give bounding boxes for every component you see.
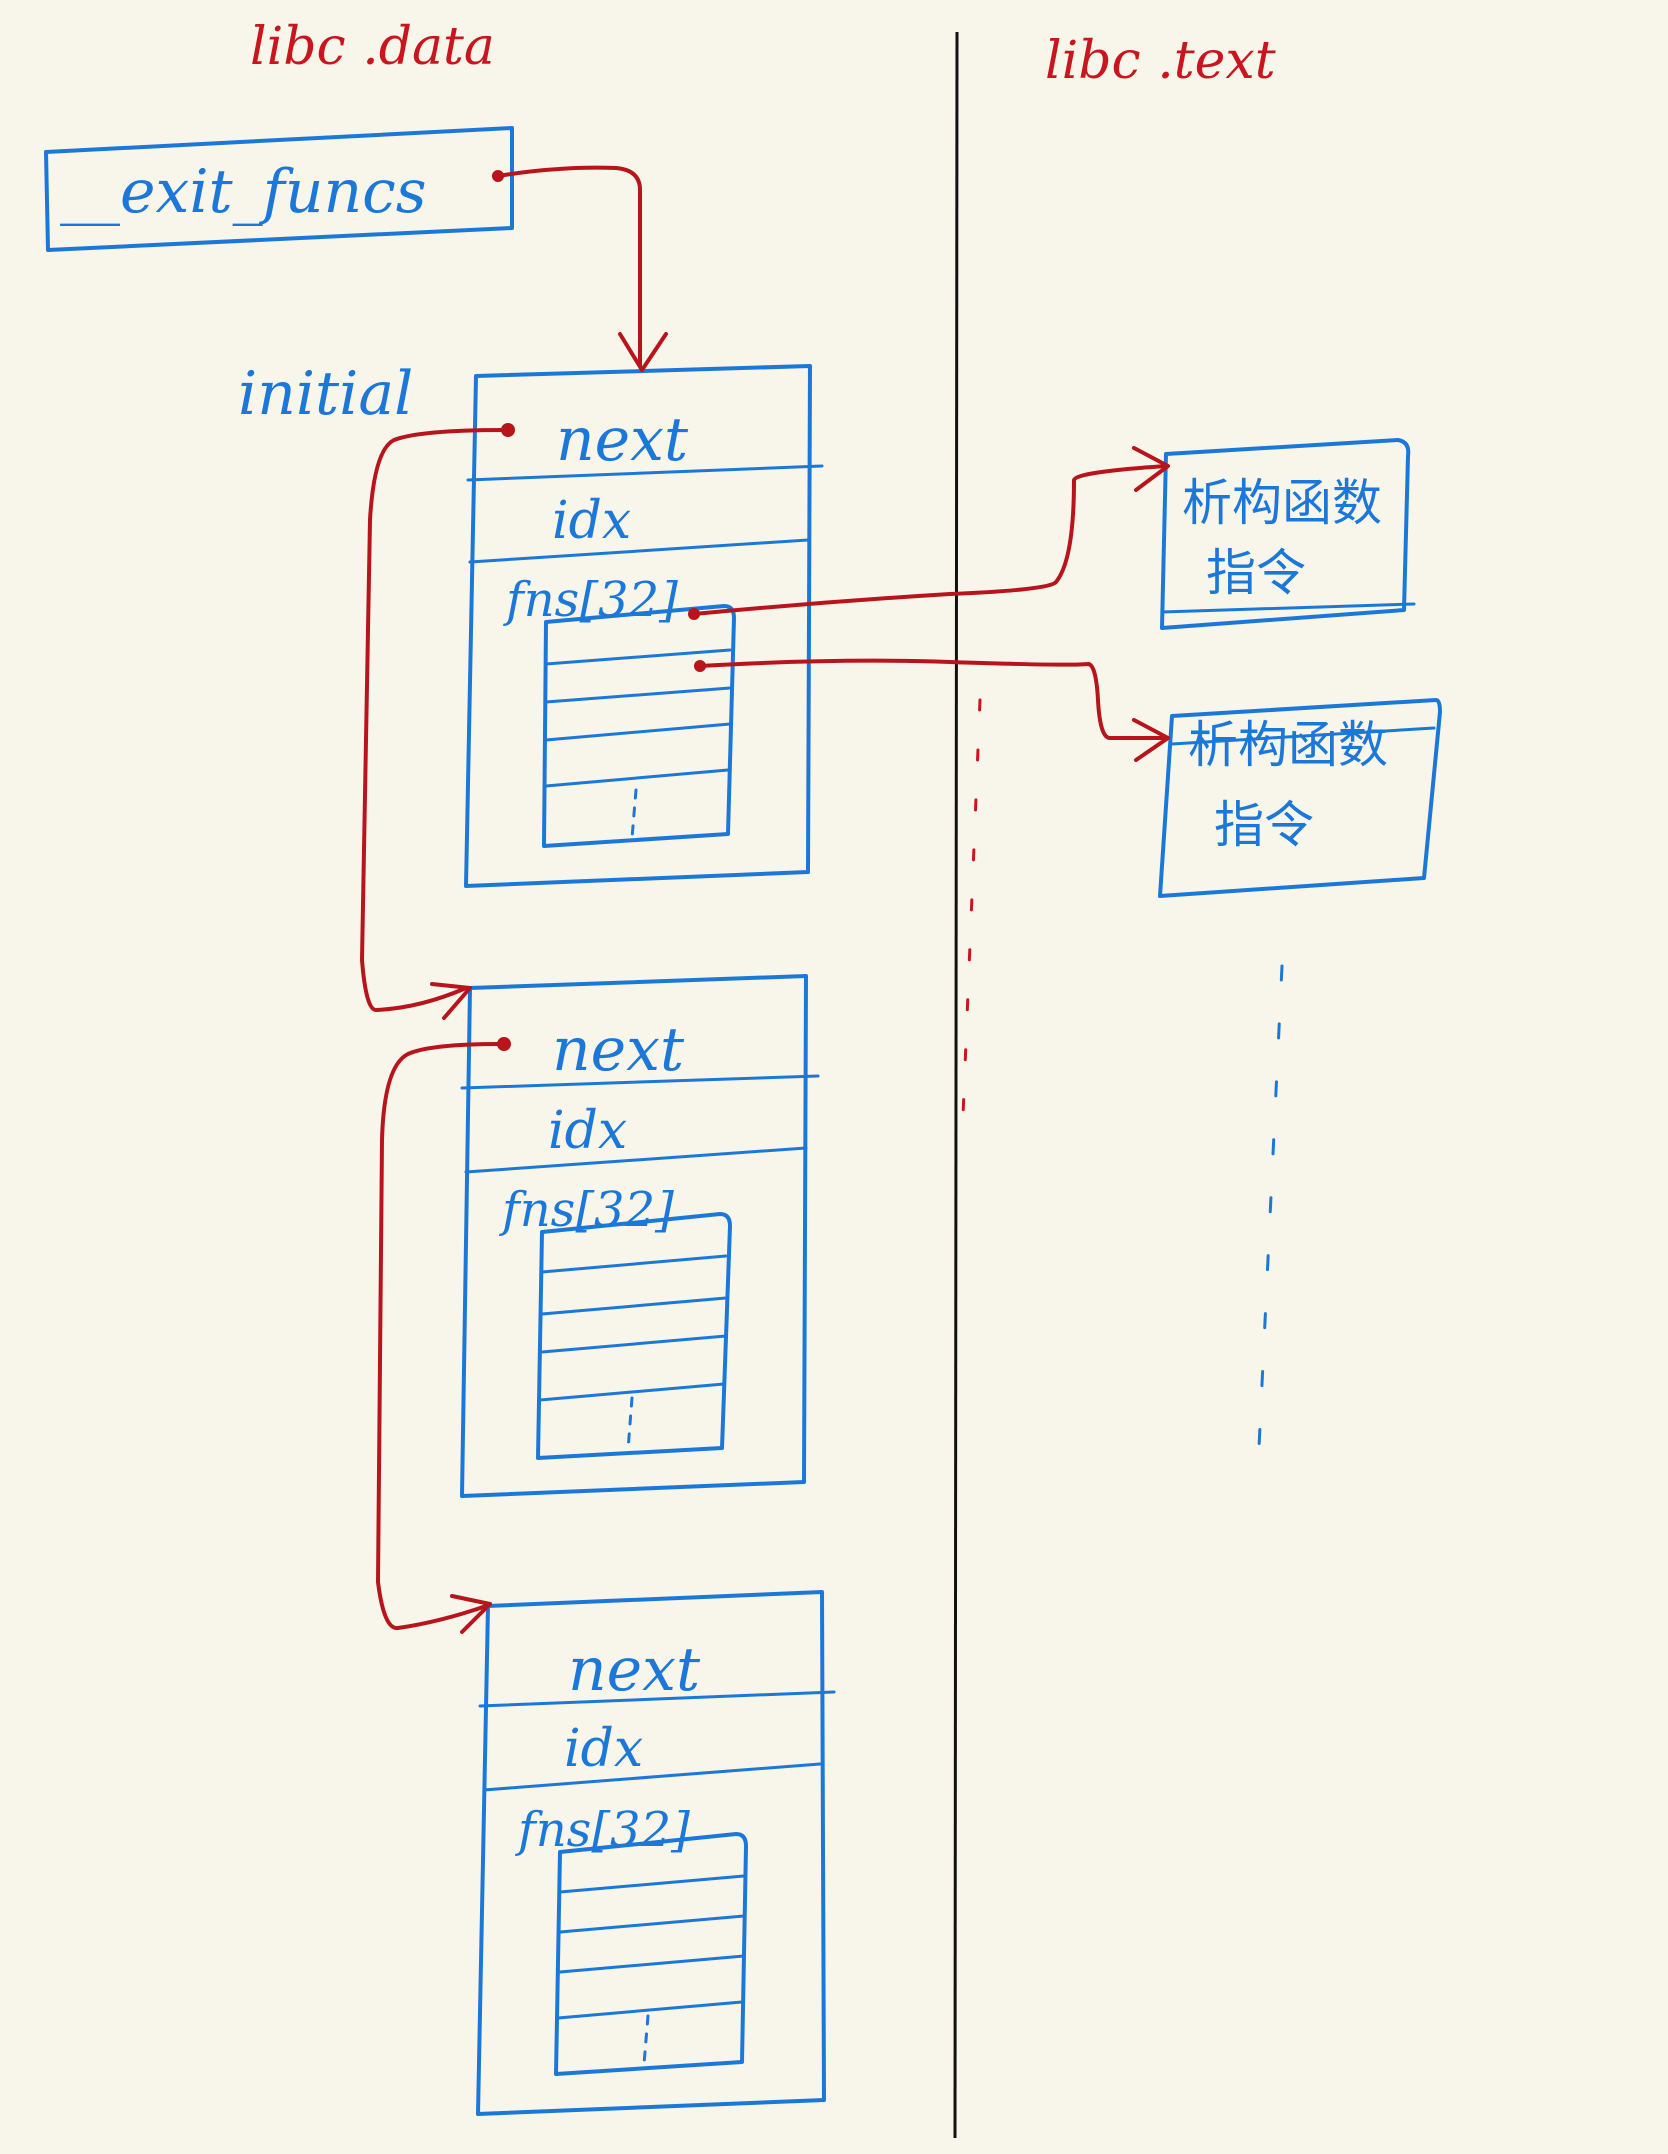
node1-next-field: next bbox=[556, 405, 689, 475]
exit-funcs-box: __exit_funcs bbox=[44, 126, 514, 252]
node2-next-field: next bbox=[552, 1015, 685, 1085]
left-region-title: libc .data bbox=[250, 17, 495, 77]
node1-idx-field: idx bbox=[552, 491, 631, 551]
exit-function-list-node-2: next idx fns[32] bbox=[460, 974, 820, 1498]
node2-to-node3-arrow bbox=[376, 1042, 502, 1634]
section-divider bbox=[953, 31, 959, 2139]
initial-label: initial bbox=[238, 359, 413, 429]
exit-funcs-label: __exit_funcs bbox=[60, 157, 427, 227]
fns-slot1-to-destructor1-arrow bbox=[688, 446, 1170, 620]
node3-next-field: next bbox=[568, 1635, 701, 1705]
node1-next-dot bbox=[501, 423, 515, 437]
destructor-box-1: 析构函数 指令 bbox=[1160, 438, 1416, 630]
exit-function-list-node-3: next idx fns[32] bbox=[476, 1590, 836, 2116]
right-region-title: libc .text bbox=[1045, 31, 1276, 91]
node2-idx-field: idx bbox=[548, 1101, 627, 1161]
destructor-2-line1: 析构函数 bbox=[1188, 716, 1388, 774]
destructor-2-line2: 指令 bbox=[1214, 796, 1314, 854]
destructor-1-line2: 指令 bbox=[1206, 544, 1306, 602]
node2-fns-array bbox=[536, 1212, 732, 1460]
node1-fns-array bbox=[542, 604, 736, 848]
fns-slot2-to-destructor2-arrow bbox=[694, 658, 1170, 762]
node2-next-dot bbox=[497, 1037, 511, 1051]
exit-function-list-node-1: next idx fns[32] bbox=[464, 364, 824, 888]
node1-to-node2-arrow bbox=[360, 428, 506, 1020]
node3-idx-field: idx bbox=[564, 1719, 643, 1779]
destructor-box-2: 析构函数 指令 bbox=[1158, 698, 1442, 898]
head-pointer-arrow bbox=[492, 165, 668, 372]
text-region-ellipsis bbox=[960, 698, 1284, 1470]
node2-fns-label: fns[32] bbox=[499, 1182, 674, 1238]
destructor-1-line1: 析构函数 bbox=[1182, 474, 1382, 532]
node3-fns-array bbox=[554, 1832, 748, 2076]
